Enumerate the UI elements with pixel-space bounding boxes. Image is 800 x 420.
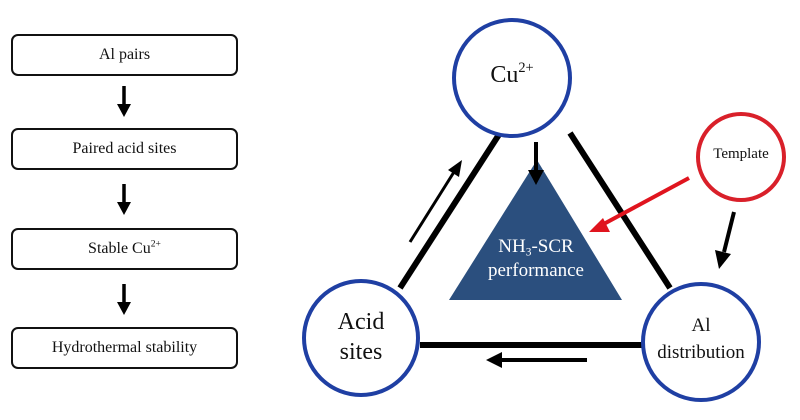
- node-cu-label: Cu2+: [490, 59, 534, 88]
- arrow-template-to-al: [715, 211, 736, 269]
- node-cu: [452, 18, 572, 138]
- flow-step-al-pairs: Al pairs: [11, 34, 238, 76]
- flow-step-hydrothermal-stability: Hydrothermal stability: [11, 327, 238, 369]
- arrow-al-to-acid: [486, 352, 587, 368]
- flow-step-paired-acid-sites: Paired acid sites: [11, 128, 238, 170]
- flow-step-label: Paired acid sites: [72, 140, 177, 157]
- flow-step-label: Stable Cu2+: [88, 238, 161, 257]
- flow-step-label: Al pairs: [98, 46, 151, 63]
- node-template-label: Template: [713, 146, 769, 162]
- flow-arrow-3: [117, 284, 131, 315]
- node-acid-sites-label: Acid sites: [337, 309, 385, 365]
- node-acid-sites: [302, 279, 420, 397]
- edge-cu-acid: [397, 131, 503, 290]
- center-performance-label: NH3-SCR performance: [488, 236, 584, 281]
- edge-cu-al: [567, 131, 673, 290]
- node-template: [696, 112, 786, 202]
- flow-step-label: Hydrothermal stability: [51, 339, 198, 356]
- flow-arrow-2: [117, 184, 131, 215]
- arrow-acid-to-cu: [408, 160, 462, 243]
- center-triangle: [449, 160, 622, 300]
- flow-arrow-1: [117, 86, 131, 117]
- arrow-template-to-performance: [589, 176, 690, 232]
- flow-step-stable-cu: Stable Cu2+: [11, 228, 238, 270]
- arrow-cu-to-performance: [528, 142, 544, 185]
- node-al-distribution: [641, 282, 761, 402]
- node-al-distribution-label: Al distribution: [657, 315, 745, 363]
